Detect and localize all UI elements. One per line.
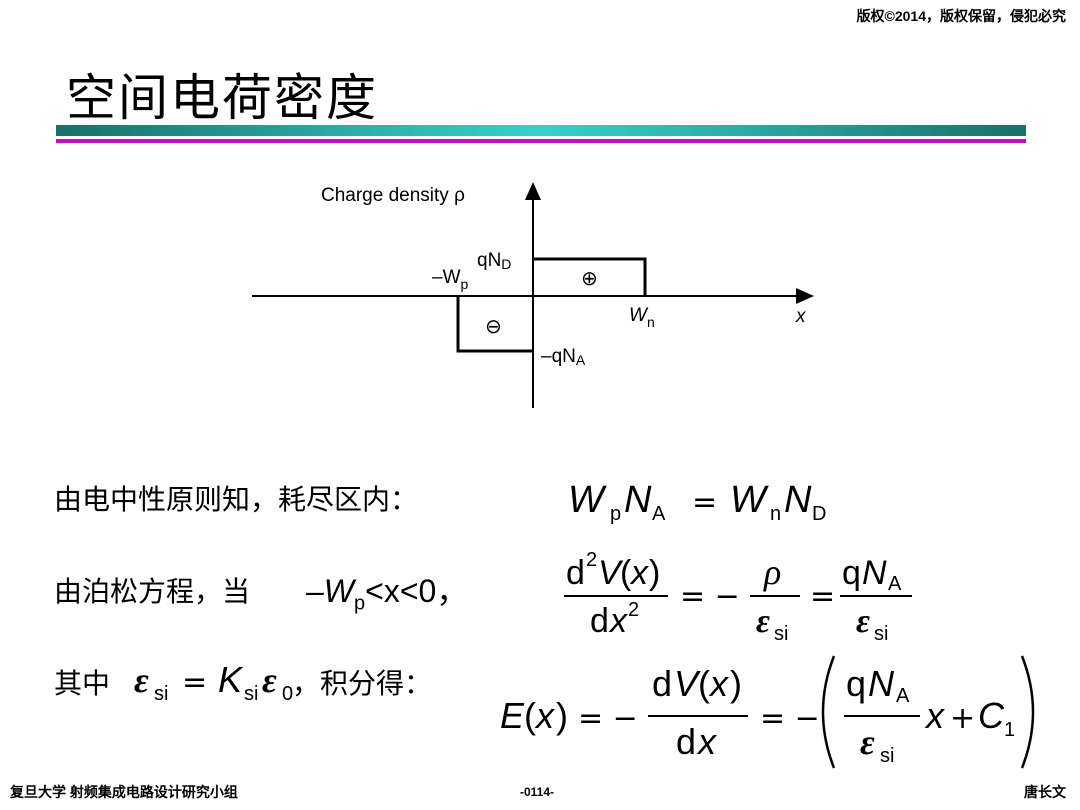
svg-text:=: = <box>692 485 717 520</box>
svg-text:N: N <box>624 479 652 521</box>
svg-text:si: si <box>774 623 788 645</box>
poisson-text: 由泊松方程，当 <box>54 575 251 608</box>
equation-permittivity: ε si = K si ε 0 <box>134 659 293 705</box>
svg-text:=: = <box>182 665 207 700</box>
negative-charge-box <box>456 296 533 353</box>
svg-text:=: = <box>810 579 835 614</box>
svg-text:(: ( <box>698 663 710 704</box>
title-underline-teal <box>56 125 1026 136</box>
svg-text:x: x <box>696 721 718 762</box>
level-pos-label: qND <box>477 250 511 272</box>
svg-text:C: C <box>978 695 1005 736</box>
svg-text:): ) <box>730 663 742 704</box>
svg-text:D: D <box>812 503 826 525</box>
left-edge-label: –Wp <box>432 267 469 292</box>
slide-title: 空间电荷密度 <box>66 69 378 127</box>
svg-text:ε: ε <box>756 603 770 640</box>
svg-text:N: N <box>868 663 895 704</box>
svg-text:q: q <box>842 554 861 592</box>
svg-text:= −: = − <box>760 701 820 736</box>
svg-text:(: ( <box>524 695 536 736</box>
svg-text:= −: = − <box>680 579 740 614</box>
svg-text:ε: ε <box>856 603 870 640</box>
svg-text:(: ( <box>620 554 632 592</box>
svg-text:N: N <box>784 479 812 521</box>
equation-charge-neutrality: W p N A = W n N D <box>568 479 826 525</box>
poisson-condition: –Wp<x<0， <box>306 573 469 615</box>
svg-text:ε: ε <box>262 660 277 700</box>
y-axis-label: Charge density ρ <box>321 185 465 206</box>
svg-text:p: p <box>610 503 621 525</box>
svg-text:d: d <box>566 554 585 592</box>
level-neg-label: –qNA <box>541 346 586 368</box>
svg-text:0: 0 <box>282 683 293 705</box>
svg-text:ε: ε <box>134 660 149 700</box>
svg-text:q: q <box>846 663 866 704</box>
right-edge-label: Wn <box>629 305 655 330</box>
svg-text:d: d <box>590 602 609 640</box>
svg-text:+: + <box>950 701 975 736</box>
footer-institution: 复旦大学 射频集成电路设计研究小组 <box>10 784 238 800</box>
svg-text:ρ: ρ <box>763 552 781 592</box>
negative-region-symbol: ⊖ <box>485 314 502 338</box>
svg-text:A: A <box>888 573 902 595</box>
x-axis-label: x <box>795 306 807 327</box>
integration-text: ，积分得： <box>292 667 433 700</box>
svg-text:A: A <box>896 685 910 707</box>
svg-text:): ) <box>649 554 660 592</box>
svg-text:x: x <box>608 602 628 640</box>
svg-text:= −: = − <box>578 701 638 736</box>
footer-author: 唐长文 <box>1024 784 1066 800</box>
title-underline-purple <box>56 139 1026 143</box>
svg-text:x: x <box>924 695 946 736</box>
svg-text:x: x <box>629 554 649 592</box>
svg-text:x: x <box>708 663 730 704</box>
svg-text:si: si <box>154 683 168 705</box>
svg-text:W: W <box>730 479 769 521</box>
copyright-notice: 版权©2014，版权保留，侵犯必究 <box>856 8 1066 24</box>
svg-text:V: V <box>674 663 701 704</box>
svg-text:E: E <box>500 695 525 736</box>
svg-text:si: si <box>874 623 888 645</box>
svg-text:N: N <box>862 554 887 592</box>
where-text: 其中 <box>54 667 111 700</box>
svg-text:K: K <box>218 659 244 700</box>
positive-region-symbol: ⊕ <box>581 266 598 290</box>
svg-text:A: A <box>652 503 666 525</box>
svg-text:V: V <box>598 554 624 592</box>
svg-text:d: d <box>676 721 696 762</box>
equation-poisson: d 2 V ( x ) d x 2 = − ρ ε si = q N A ε s… <box>564 549 912 645</box>
svg-text:1: 1 <box>1004 719 1015 741</box>
svg-text:W: W <box>568 479 607 521</box>
svg-text:2: 2 <box>628 599 639 621</box>
svg-text:2: 2 <box>586 549 597 571</box>
svg-text:si: si <box>880 745 894 767</box>
svg-text:d: d <box>652 663 672 704</box>
equation-electric-field: E ( x ) = − d V ( x ) d x = − q N A ε si… <box>500 655 1035 769</box>
svg-text:x: x <box>534 695 556 736</box>
positive-charge-box <box>533 257 647 296</box>
svg-text:ε: ε <box>860 722 875 762</box>
svg-text:): ) <box>556 695 568 736</box>
charge-neutrality-text: 由电中性原则知，耗尽区内： <box>54 483 419 516</box>
svg-text:si: si <box>244 683 258 705</box>
svg-text:n: n <box>770 503 781 525</box>
page-number: -0114- <box>520 785 555 799</box>
